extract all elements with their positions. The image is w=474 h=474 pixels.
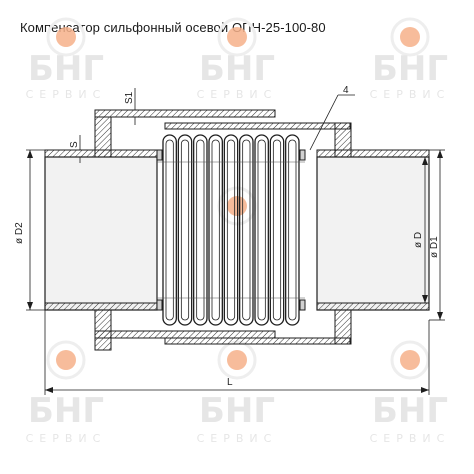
bellows-convolution-inner xyxy=(180,139,190,321)
bellows-collar xyxy=(299,149,306,161)
bellows-convolution-inner xyxy=(196,139,205,321)
watermark-sub: СЕРВИС xyxy=(197,88,278,101)
bellows-convolution xyxy=(162,134,177,326)
watermark-sub: СЕРВИС xyxy=(197,432,278,445)
bellows-collar xyxy=(299,299,306,311)
pipe-right xyxy=(316,149,430,311)
watermark-brand: БНГ xyxy=(199,49,275,89)
bellows-convolution xyxy=(208,134,223,326)
watermark-brand: БНГ xyxy=(372,49,448,89)
watermark-brand: БНГ xyxy=(199,391,275,431)
dim-d1-label: ø D1 xyxy=(429,236,440,258)
bellows-convolution xyxy=(285,134,300,326)
watermark-ring xyxy=(46,17,86,57)
watermark-ring xyxy=(217,17,257,57)
watermark-brand: БНГ xyxy=(372,391,448,431)
dim-d-label: ø D xyxy=(413,232,424,248)
dim-s1-label: S1 xyxy=(124,91,135,104)
watermark-dot xyxy=(400,27,420,47)
bellows-convolution-inner xyxy=(288,139,297,321)
watermark-dot xyxy=(227,27,247,47)
watermark-dot xyxy=(227,350,247,370)
bellows-convolution-inner xyxy=(165,139,174,321)
bellows-convolution xyxy=(239,134,254,326)
watermark-dot xyxy=(227,196,247,216)
watermark-sub: СЕРВИС xyxy=(370,432,451,445)
dim-d2-label: ø D2 xyxy=(14,222,25,244)
bellows-convolution-inner xyxy=(257,139,266,321)
weld-symbol-label: 4 xyxy=(343,85,349,96)
bellows-convolution xyxy=(269,134,285,326)
bellows-convolution-inner xyxy=(211,139,220,321)
bellows-convolution xyxy=(223,134,239,326)
dimension-arrows xyxy=(27,150,443,393)
bellows xyxy=(156,134,306,326)
bellows-convolution-inner xyxy=(242,139,251,321)
bellows-convolution-inner xyxy=(226,139,236,321)
bellows-convolution xyxy=(193,134,208,326)
dimension-lines xyxy=(26,88,445,395)
bellows-convolution xyxy=(177,134,193,326)
pipe-left xyxy=(44,149,158,311)
watermark-dot xyxy=(56,350,76,370)
bellows-collar xyxy=(156,149,163,161)
watermark-sub: СЕРВИС xyxy=(26,88,107,101)
bellows-convolution-inner xyxy=(272,139,282,321)
watermark-sub: СЕРВИС xyxy=(370,88,451,101)
watermark-ring xyxy=(390,17,430,57)
casing xyxy=(94,109,352,351)
watermark-brand: БНГ xyxy=(28,49,104,89)
watermark-ring xyxy=(46,340,86,380)
dim-s-label: S xyxy=(69,141,80,148)
bellows-collar xyxy=(156,299,163,311)
dim-l-label: L xyxy=(227,377,233,388)
watermark-sub: СЕРВИС xyxy=(26,432,107,445)
watermark-brand: БНГ xyxy=(28,391,104,431)
watermark-dot xyxy=(400,350,420,370)
bellows-convolution xyxy=(254,134,269,326)
watermark-ring xyxy=(390,340,430,380)
watermark-dot xyxy=(56,27,76,47)
